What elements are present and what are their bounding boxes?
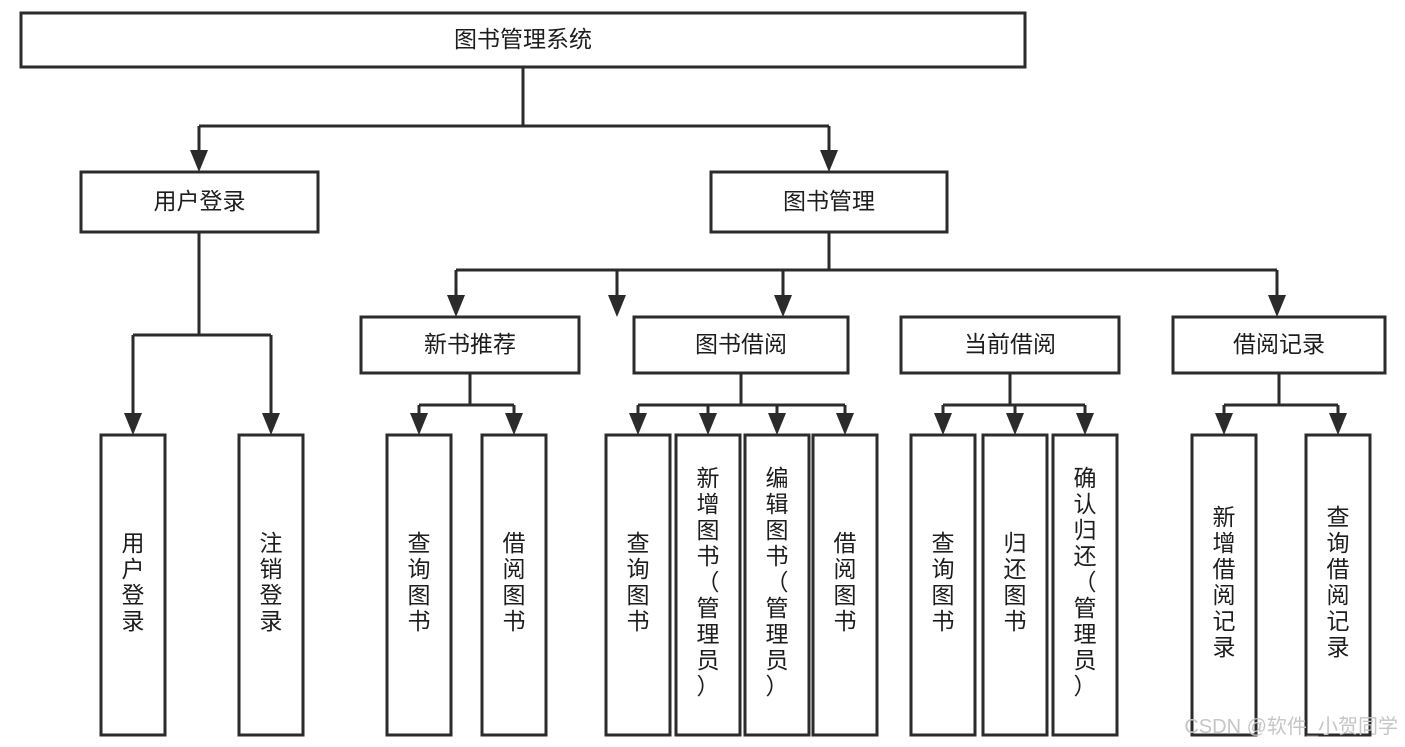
arrow-head-icon: [820, 150, 838, 172]
connector-group-root: [190, 67, 838, 172]
arrow-head-icon: [1006, 413, 1024, 435]
node-label-leaf-confirm-return: 确认归还（管理员）: [1074, 465, 1097, 699]
node-box-leaf-user-logout[interactable]: [237, 433, 305, 737]
node-box-leaf-query-book-1[interactable]: [385, 433, 453, 737]
node-box-book-borrow[interactable]: [632, 315, 850, 375]
node-label-user-login: 用户登录: [154, 188, 246, 214]
node-box-leaf-user-login[interactable]: [99, 433, 167, 737]
arrow-head-icon: [768, 413, 786, 435]
node-root[interactable]: 图书管理系统: [19, 11, 1027, 69]
arrow-head-icon: [1215, 413, 1233, 435]
connector-group-current-borrow: [934, 373, 1094, 435]
node-box-user-login[interactable]: [79, 170, 320, 234]
node-leaf-user-login[interactable]: 用户登录: [99, 433, 167, 737]
connector-group-book-borrow: [629, 373, 854, 435]
node-label-borrow-record: 借阅记录: [1233, 331, 1325, 357]
node-user-login[interactable]: 用户登录: [79, 170, 320, 234]
arrow-head-icon: [505, 413, 523, 435]
connector-group-user-login: [124, 232, 280, 435]
node-box-leaf-add-record[interactable]: [1190, 433, 1258, 737]
node-box-leaf-query-book-2[interactable]: [604, 433, 672, 737]
node-label-book-borrow: 图书借阅: [695, 331, 787, 357]
node-box-leaf-query-record[interactable]: [1304, 433, 1372, 737]
node-label-leaf-add-record: 新增借阅记录: [1213, 504, 1236, 660]
arrow-head-icon: [1268, 295, 1286, 317]
node-box-leaf-borrow-book-2[interactable]: [811, 433, 879, 737]
arrow-head-icon: [699, 413, 717, 435]
node-box-new-book-rec[interactable]: [359, 315, 581, 375]
node-label-leaf-query-record: 查询借阅记录: [1327, 504, 1350, 660]
node-label-leaf-query-book-1: 查询图书: [408, 530, 431, 634]
node-label-new-book-rec: 新书推荐: [424, 331, 516, 357]
arrow-head-icon: [447, 295, 465, 317]
node-leaf-user-logout[interactable]: 注销登录: [237, 433, 305, 737]
node-label-leaf-user-logout: 注销登录: [260, 530, 283, 634]
node-label-leaf-add-book: 新增图书（管理员）: [697, 465, 720, 699]
node-box-borrow-record[interactable]: [1171, 315, 1387, 375]
node-leaf-confirm-return[interactable]: 确认归还（管理员）: [1051, 433, 1119, 737]
arrow-head-icon: [836, 413, 854, 435]
node-current-borrow[interactable]: 当前借阅: [899, 315, 1121, 375]
arrow-head-icon: [190, 150, 208, 172]
node-box-root[interactable]: [19, 11, 1027, 69]
node-leaf-borrow-book-2[interactable]: 借阅图书: [811, 433, 879, 737]
node-label-leaf-query-book-3: 查询图书: [932, 530, 955, 634]
arrow-head-icon: [410, 413, 428, 435]
node-leaf-query-book-2[interactable]: 查询图书: [604, 433, 672, 737]
connector-edges-layer: [124, 67, 1347, 435]
node-leaf-return-book[interactable]: 归还图书: [981, 433, 1049, 737]
node-book-manage[interactable]: 图书管理: [709, 170, 949, 234]
arrow-head-icon: [629, 413, 647, 435]
arrow-head-icon: [124, 413, 142, 435]
node-leaf-add-book[interactable]: 新增图书（管理员）: [674, 433, 742, 737]
node-box-leaf-query-book-3[interactable]: [909, 433, 977, 737]
arrow-head-icon: [262, 413, 280, 435]
node-label-leaf-query-book-2: 查询图书: [627, 530, 650, 634]
node-box-leaf-borrow-book-1[interactable]: [480, 433, 548, 737]
node-box-book-manage[interactable]: [709, 170, 949, 234]
node-label-leaf-user-login: 用户登录: [122, 530, 145, 634]
node-leaf-query-record[interactable]: 查询借阅记录: [1304, 433, 1372, 737]
node-label-current-borrow: 当前借阅: [964, 331, 1056, 357]
node-label-leaf-borrow-book-1: 借阅图书: [503, 530, 526, 634]
arrow-head-icon: [608, 295, 626, 317]
node-leaf-borrow-book-1[interactable]: 借阅图书: [480, 433, 548, 737]
node-label-leaf-return-book: 归还图书: [1004, 530, 1027, 634]
node-box-current-borrow[interactable]: [899, 315, 1121, 375]
node-label-leaf-edit-book: 编辑图书（管理员）: [766, 465, 789, 699]
arrow-head-icon: [934, 413, 952, 435]
node-box-leaf-return-book[interactable]: [981, 433, 1049, 737]
node-new-book-rec[interactable]: 新书推荐: [359, 315, 581, 375]
node-label-root: 图书管理系统: [454, 26, 592, 52]
connector-group-borrow-record: [1215, 373, 1347, 435]
node-leaf-query-book-1[interactable]: 查询图书: [385, 433, 453, 737]
node-leaf-edit-book[interactable]: 编辑图书（管理员）: [743, 433, 811, 737]
connector-group-new-book-rec: [410, 373, 523, 435]
csdn-watermark: CSDN @软件_小贺同学: [1184, 715, 1398, 738]
node-leaf-add-record[interactable]: 新增借阅记录: [1190, 433, 1258, 737]
connector-group-book-manage: [447, 232, 1286, 317]
node-label-leaf-borrow-book-2: 借阅图书: [834, 530, 857, 634]
node-borrow-record[interactable]: 借阅记录: [1171, 315, 1387, 375]
node-leaf-query-book-3[interactable]: 查询图书: [909, 433, 977, 737]
arrow-head-icon: [1329, 413, 1347, 435]
node-box-leaf-add-book[interactable]: [674, 433, 742, 737]
node-boxes-layer: 图书管理系统用户登录图书管理新书推荐图书借阅当前借阅借阅记录用户登录注销登录查询…: [19, 11, 1387, 737]
arrow-head-icon: [774, 295, 792, 317]
node-box-leaf-confirm-return[interactable]: [1051, 433, 1119, 737]
arrow-head-icon: [1076, 413, 1094, 435]
node-book-borrow[interactable]: 图书借阅: [632, 315, 850, 375]
node-label-book-manage: 图书管理: [783, 188, 875, 214]
node-box-leaf-edit-book[interactable]: [743, 433, 811, 737]
